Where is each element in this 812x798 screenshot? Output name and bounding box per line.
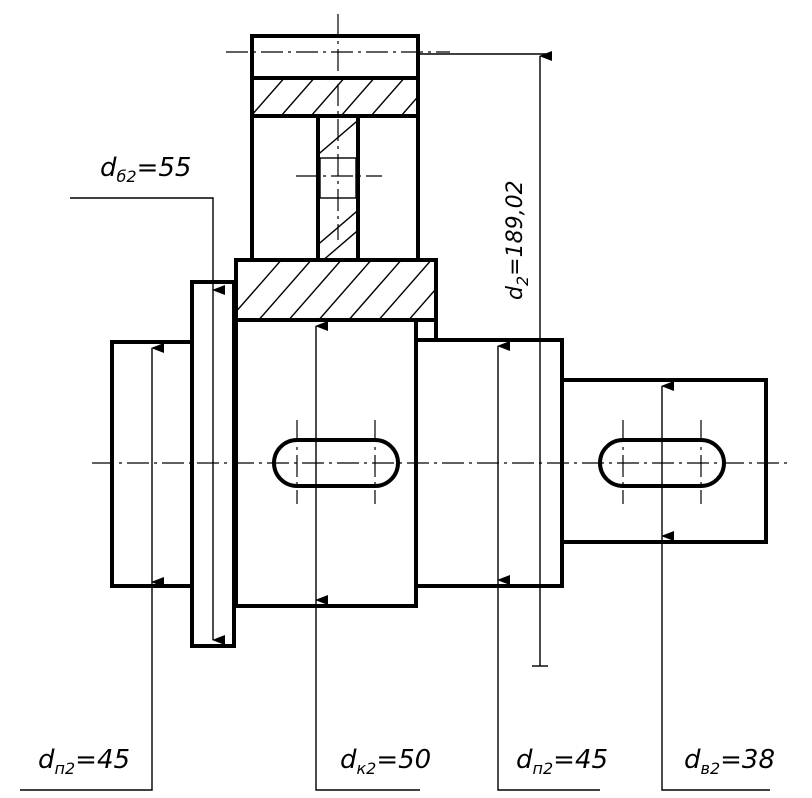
gear-rim-hatch [252, 78, 418, 116]
collar-leader [70, 197, 214, 290]
output-end-diameter-label: dв2=38 [684, 745, 775, 778]
gear-web-outline [250, 116, 420, 262]
gear-seat-leader [315, 600, 420, 791]
left-bearing-diameter-label: dп2=45 [38, 745, 130, 778]
left-bearing-leader [20, 582, 153, 791]
right-bearing-leader [497, 580, 600, 791]
gear-web-hole [319, 157, 357, 199]
gear-diameter-label: d2=189,02 [503, 180, 532, 300]
gear-seat-diameter-label: dк2=50 [340, 745, 431, 778]
right-bearing-diameter-label: dп2=45 [516, 745, 608, 778]
gear-seat-keyway [272, 438, 400, 488]
gear-web-hatch [318, 119, 358, 260]
output-shaft-end [560, 378, 768, 544]
output-end-leader [661, 536, 770, 791]
gear-hub-hatch [236, 260, 436, 320]
collar-diameter-label: dб2=55 [100, 153, 191, 186]
